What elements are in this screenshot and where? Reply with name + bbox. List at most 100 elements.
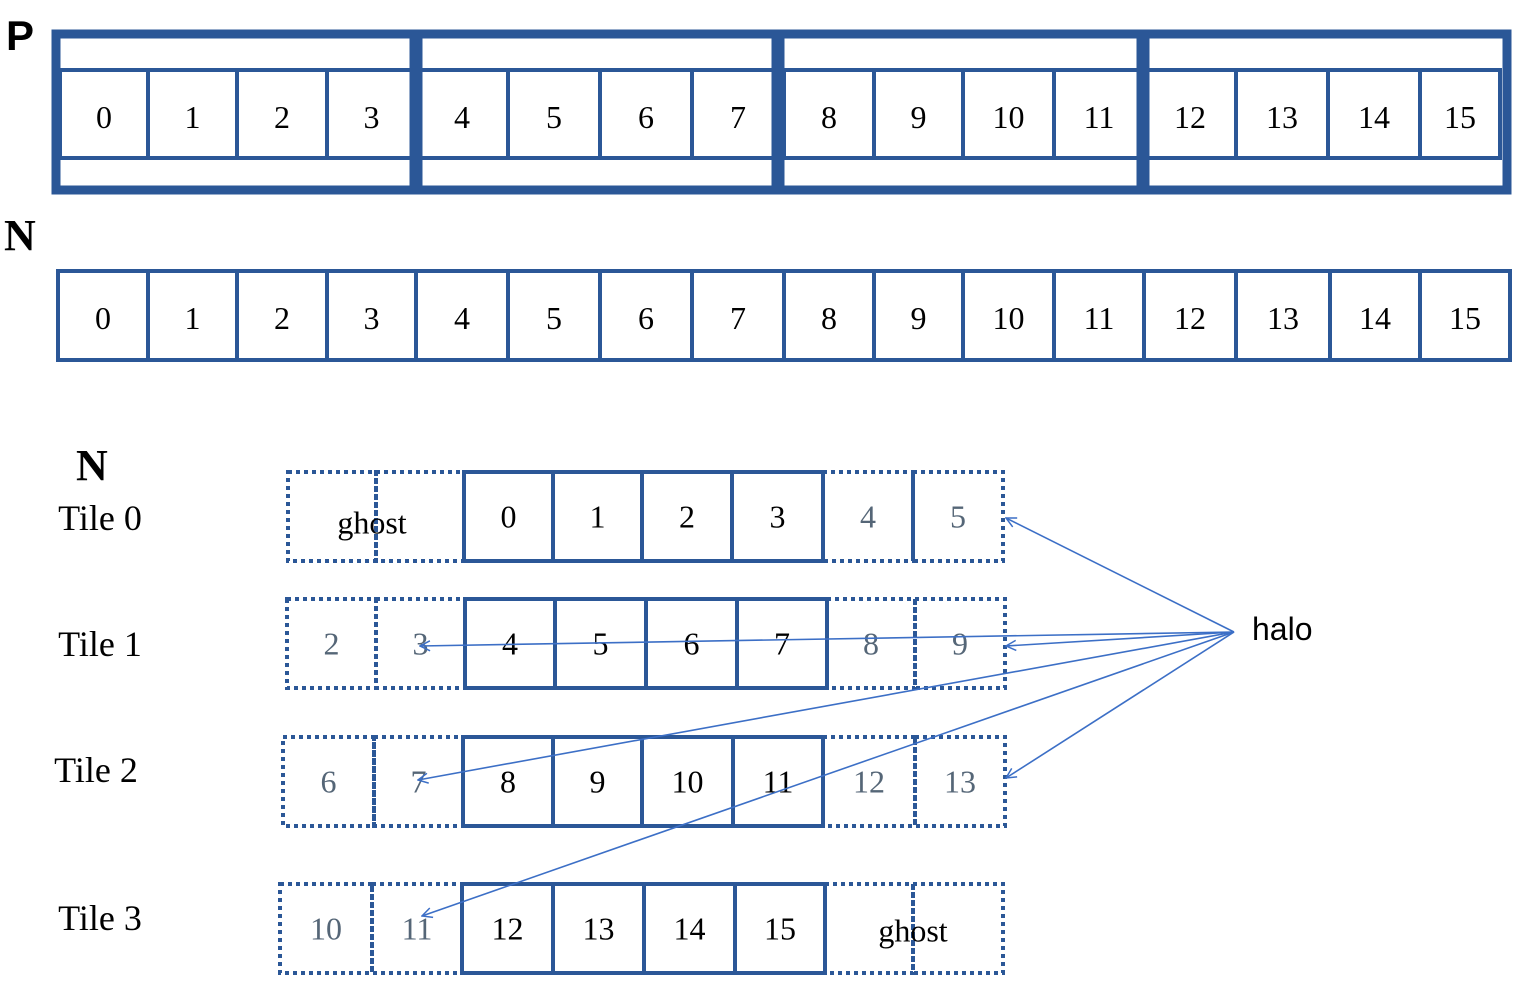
halo-cell-value: 8 <box>863 626 879 662</box>
halo-cell-value: 7 <box>411 764 427 800</box>
n-cell-value: 5 <box>546 300 562 336</box>
halo-arrow <box>1006 631 1235 646</box>
halo-cell-value: 6 <box>321 764 337 800</box>
halo-cell <box>913 735 1007 828</box>
n-cell-value: 9 <box>911 300 927 336</box>
p-cell-value: 10 <box>993 99 1025 135</box>
halo-arrow <box>1006 631 1235 778</box>
p-cell-value: 8 <box>821 99 837 135</box>
n-cell-value: 14 <box>1359 300 1391 336</box>
n-row-label: N <box>4 211 36 260</box>
halo-cell-value: 13 <box>944 764 976 800</box>
p-row-label: P <box>6 12 34 59</box>
halo-label: halo <box>1252 611 1313 647</box>
p-cell-value: 1 <box>185 99 201 135</box>
halo-cell-value: 10 <box>310 911 342 947</box>
core-cell-value: 8 <box>500 764 516 800</box>
core-cell-value: 12 <box>492 911 524 947</box>
core-cell <box>733 882 827 975</box>
n-cell-value: 2 <box>274 300 290 336</box>
halo-cell-value: 3 <box>413 626 429 662</box>
p-cell-value: 9 <box>911 99 927 135</box>
p-cell-value: 6 <box>638 99 654 135</box>
halo-cell-value: 11 <box>402 911 433 947</box>
halo-cell-value: 4 <box>860 499 876 535</box>
p-cell <box>1418 68 1502 160</box>
core-cell-value: 10 <box>672 764 704 800</box>
n-cell-value: 1 <box>185 300 201 336</box>
n-cell-value: 3 <box>364 300 380 336</box>
p-cell-value: 0 <box>96 99 112 135</box>
halo-cell <box>911 470 1005 563</box>
ghost-label: ghost <box>337 505 406 541</box>
core-cell-value: 7 <box>774 626 790 662</box>
p-cell-value: 4 <box>454 99 470 135</box>
halo-cell <box>374 470 466 563</box>
core-cell-value: 6 <box>684 626 700 662</box>
tile-2: Tile 2 6 7 8 9 10 11 12 13 <box>54 735 1007 828</box>
tile-label: Tile 2 <box>54 750 138 790</box>
tile-0: Tile 0 0 1 2 3 4 5 ghost <box>58 470 1005 563</box>
tile-3: Tile 3 10 11 12 13 14 15 ghost <box>58 882 1005 975</box>
n-cell-value: 10 <box>993 300 1025 336</box>
halo-cell-value: 2 <box>324 626 340 662</box>
n-cell <box>1418 269 1512 362</box>
n-cell-value: 8 <box>821 300 837 336</box>
halo-cell <box>281 735 376 828</box>
halo-cell-value: 5 <box>950 499 966 535</box>
n-cell-value: 6 <box>638 300 654 336</box>
halo-cell-value: 9 <box>952 626 968 662</box>
halo-cell <box>821 470 915 563</box>
halo-cell <box>823 882 915 975</box>
halo-arrow <box>420 631 1235 646</box>
n-cell-value: 7 <box>730 300 746 336</box>
halo-cell <box>370 882 464 975</box>
core-cell <box>735 597 829 690</box>
p-cell-value: 13 <box>1266 99 1298 135</box>
n-cell-value: 4 <box>454 300 470 336</box>
ghost-label: ghost <box>878 913 947 949</box>
core-cell-value: 15 <box>764 911 796 947</box>
halo-cell <box>825 597 917 690</box>
p-cell-value: 14 <box>1358 99 1390 135</box>
n-cell-value: 15 <box>1449 300 1481 336</box>
n-tiles-label: N <box>76 441 108 490</box>
p-cell-value: 15 <box>1444 99 1476 135</box>
halo-cell <box>286 470 378 563</box>
p-cell-value: 2 <box>274 99 290 135</box>
tile-label: Tile 1 <box>58 624 142 664</box>
tile-label: Tile 0 <box>58 498 142 538</box>
core-cell-value: 0 <box>501 499 517 535</box>
core-cell-value: 11 <box>763 764 794 800</box>
core-cell-value: 3 <box>770 499 786 535</box>
halo-cell-value: 12 <box>853 764 885 800</box>
core-cell-value: 4 <box>502 626 518 662</box>
p-cell-value: 5 <box>546 99 562 135</box>
n-cell-value: 12 <box>1174 300 1206 336</box>
halo-arrow <box>1006 518 1235 633</box>
core-cell-value: 2 <box>679 499 695 535</box>
halo-arrows <box>418 518 1235 916</box>
halo-cell <box>911 882 1005 975</box>
halo-cell <box>913 597 1007 690</box>
core-cell-value: 13 <box>583 911 615 947</box>
core-cell-value: 14 <box>674 911 706 947</box>
core-cell-value: 1 <box>590 499 606 535</box>
tile-label: Tile 3 <box>58 898 142 938</box>
n-cell-value: 13 <box>1267 300 1299 336</box>
halo-arrow <box>418 631 1235 780</box>
n-cell-value: 0 <box>95 300 111 336</box>
p-cell-value: 3 <box>364 99 380 135</box>
p-block-frame <box>413 29 781 195</box>
core-cell-value: 9 <box>590 764 606 800</box>
n-cell-value: 11 <box>1084 300 1115 336</box>
p-cell-value: 12 <box>1174 99 1206 135</box>
core-cell <box>731 735 825 828</box>
p-cell-value: 7 <box>730 99 746 135</box>
halo-arrow <box>422 631 1235 916</box>
